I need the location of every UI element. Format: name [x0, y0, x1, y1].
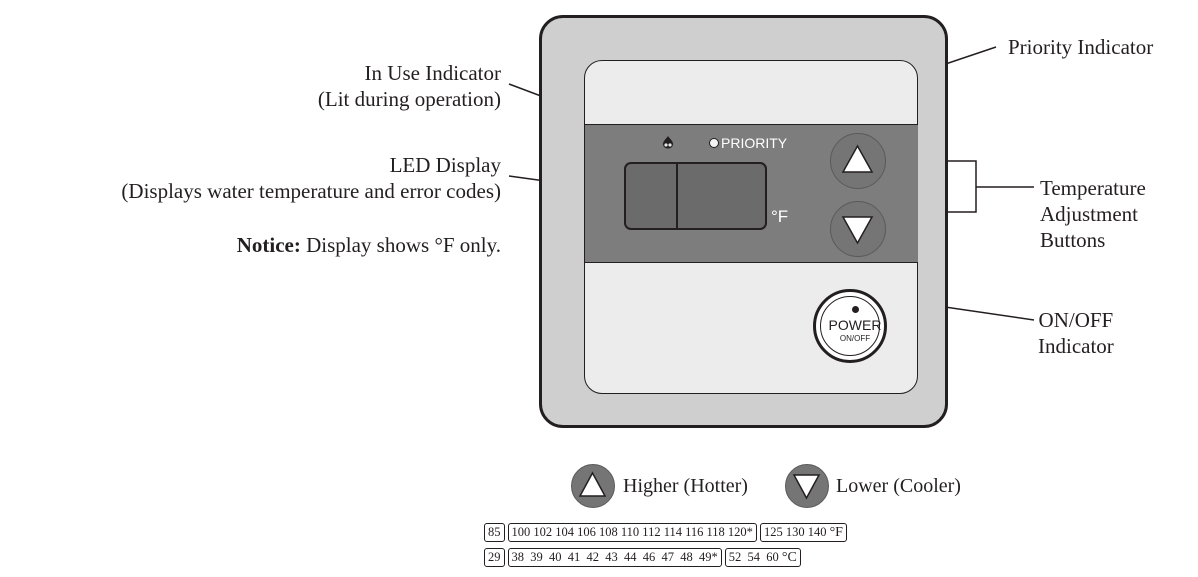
led-display-callout: LED Display (Displays water temperature … — [121, 153, 501, 203]
triangle-down-icon — [841, 216, 874, 245]
display-unit-label: °F — [771, 207, 789, 226]
temp-adjust-callout: Temperature Adjustment Buttons — [1040, 176, 1146, 252]
scale-f-mid: 100 102 104 106 108 110 112 114 116 118 … — [507, 523, 757, 542]
scale-c-low: 29 — [484, 548, 505, 567]
temperature-down-button[interactable] — [830, 201, 886, 257]
power-label: POWER — [828, 317, 882, 333]
legend-higher-label: Higher (Hotter) — [623, 475, 748, 497]
temperature-up-button[interactable] — [830, 133, 886, 189]
triangle-up-icon — [841, 144, 874, 173]
power-indicator-light — [852, 306, 859, 313]
scale-c-high: 52 54 60 °C — [724, 548, 801, 567]
priority-callout: Priority Indicator — [1008, 35, 1154, 59]
scale-f-low: 85 — [484, 523, 505, 542]
power-button[interactable]: POWER ON/OFF — [813, 289, 887, 363]
legend-up-button — [571, 464, 615, 508]
triangle-up-icon — [578, 471, 607, 497]
flame-icon — [663, 136, 673, 149]
scale-f-high: 125 130 140 °F — [759, 523, 847, 542]
notice-text: Notice: Display shows °F only. — [236, 233, 501, 257]
legend-lower-label: Lower (Cooler) — [836, 475, 961, 497]
celsius-scale: 29 38 39 40 41 42 43 44 46 47 48 49* 52 … — [484, 548, 801, 567]
legend-down-button — [785, 464, 829, 508]
priority-label: PRIORITY — [721, 135, 788, 151]
led-display-divider — [676, 164, 678, 228]
triangle-down-icon — [792, 474, 821, 500]
power-sublabel: ON/OFF — [839, 334, 871, 343]
on-off-callout: ON/OFF Indicator — [1038, 308, 1114, 358]
fahrenheit-scale: 85 100 102 104 106 108 110 112 114 116 1… — [484, 523, 847, 542]
priority-indicator-light — [709, 138, 719, 148]
in-use-callout: In Use Indicator (Lit during operation) — [317, 61, 501, 111]
led-display — [624, 162, 767, 230]
scale-c-mid: 38 39 40 41 42 43 44 46 47 48 49* — [507, 548, 722, 567]
